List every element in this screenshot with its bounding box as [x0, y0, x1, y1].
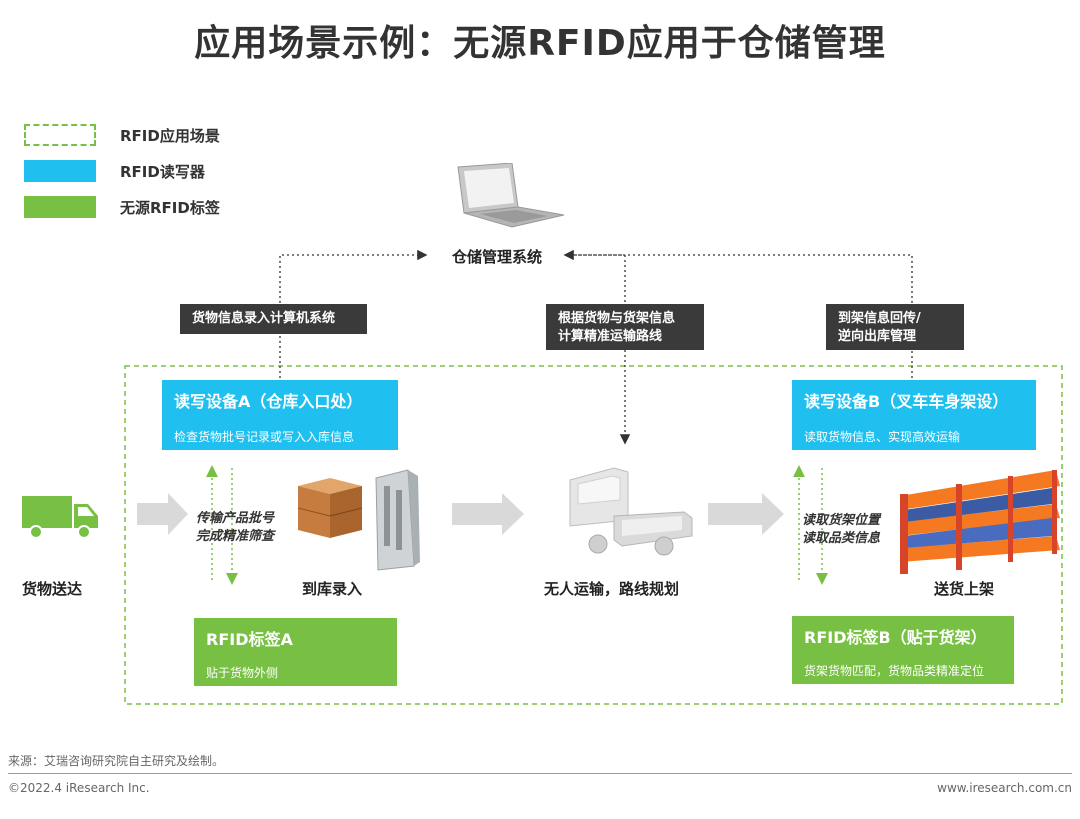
tag-a-box: RFID标签A 贴于货物外侧	[194, 618, 397, 686]
flow-arrow-3	[708, 493, 784, 535]
legend-swatch-tag	[24, 196, 96, 218]
flow-label-middle-line1: 根据货物与货架信息	[558, 311, 676, 326]
stage-shelving: 送货上架	[934, 580, 995, 598]
note-left: 传输产品批号 完成精准筛查	[196, 510, 274, 546]
stage-storage: 到库录入	[302, 580, 363, 598]
reader-a-box: 读写设备A（仓库入口处） 检查货物批号记录或写入入库信息	[162, 380, 398, 450]
legend-label-tag: 无源RFID标签	[120, 199, 220, 217]
reader-b-title: 读写设备B（叉车车身架设）	[804, 392, 1009, 411]
reader-b-desc: 读取货物信息、实现高效运输	[804, 430, 961, 444]
reader-a-desc: 检查货物批号记录或写入入库信息	[174, 430, 355, 444]
note-right-line2: 读取品类信息	[802, 531, 881, 546]
rfid-gate-icon	[375, 469, 420, 571]
tag-b-box: RFID标签B（贴于货架） 货架货物匹配，货物品类精准定位	[792, 616, 1014, 684]
reader-a-title: 读写设备A（仓库入口处）	[174, 392, 363, 411]
cargo-boxes-icon	[297, 478, 363, 538]
tag-b-title: RFID标签B（贴于货架）	[804, 628, 987, 647]
scene-border	[124, 365, 1063, 705]
note-left-line2: 完成精准筛查	[196, 529, 275, 544]
note-left-line1: 传输产品批号	[196, 511, 275, 526]
copyright: ©2022.4 iResearch Inc.	[8, 781, 150, 795]
stage-delivery: 货物送达	[22, 580, 83, 598]
warehouse-shelf-icon	[900, 470, 1060, 574]
agv-truck-icon	[569, 467, 693, 556]
source-note: 来源：艾瑞咨询研究院自主研究及绘制。	[8, 754, 225, 768]
reader-b-box: 读写设备B（叉车车身架设） 读取货物信息、实现高效运输	[792, 380, 1036, 450]
website: www.iresearch.com.cn	[937, 781, 1072, 795]
flow-line-left	[279, 249, 428, 378]
flow-arrow-2	[452, 493, 524, 535]
legend-swatch-scene	[24, 124, 96, 146]
legend-label-reader: RFID读写器	[120, 163, 205, 181]
flow-label-right-line1: 到架信息回传/	[838, 311, 921, 326]
flow-label-left: 货物信息录入计算机系统	[180, 304, 367, 334]
legend-label-scene: RFID应用场景	[120, 127, 220, 145]
page-title: 应用场景示例：无源RFID应用于仓储管理	[194, 23, 886, 64]
system-label: 仓储管理系统	[452, 248, 543, 266]
tag-a-title: RFID标签A	[206, 630, 293, 649]
flow-arrow-1	[137, 493, 188, 535]
note-right-line1: 读取货架位置	[802, 513, 881, 528]
footer-divider	[8, 773, 1072, 774]
tag-b-desc: 货架货物匹配，货物品类精准定位	[804, 664, 985, 678]
tag-a-desc: 贴于货物外侧	[206, 666, 279, 680]
laptop-icon	[457, 163, 565, 228]
flow-label-right-line2: 逆向出库管理	[838, 329, 917, 344]
note-right: 读取货架位置 读取品类信息	[802, 512, 880, 548]
delivery-truck-icon	[22, 496, 98, 539]
flow-label-left-text: 货物信息录入计算机系统	[192, 311, 336, 326]
stage-transport: 无人运输，路线规划	[544, 580, 680, 598]
flow-label-right: 到架信息回传/ 逆向出库管理	[826, 304, 964, 350]
flow-label-middle-line2: 计算精准运输路线	[558, 329, 663, 344]
legend-swatch-reader	[24, 160, 96, 182]
flow-label-middle: 根据货物与货架信息 计算精准运输路线	[546, 304, 704, 350]
